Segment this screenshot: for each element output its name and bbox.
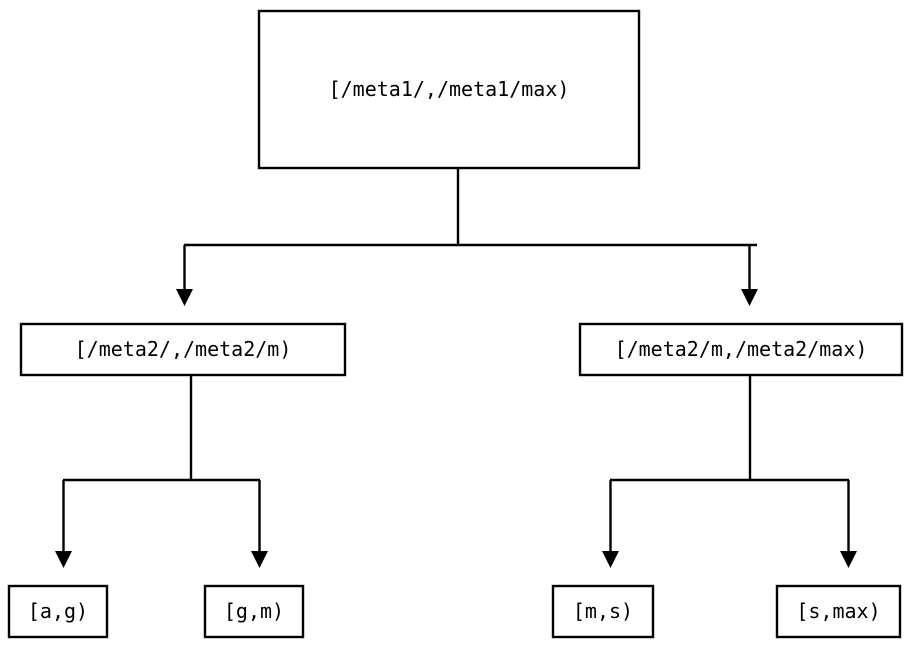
node-label-leaf_gm: [g,m) (224, 599, 284, 623)
node-box-leaf_ms[interactable] (551, 584, 655, 639)
connector-drop (176, 245, 193, 306)
node-leaf_ms[interactable]: [m,s) (551, 584, 655, 639)
node-label-mid_right: [/meta2/m,/meta2/max) (615, 337, 868, 361)
node-leaf_smax[interactable]: [s,max) (775, 584, 902, 639)
arrowhead-icon (55, 551, 72, 568)
connector-drop (55, 480, 72, 568)
node-label-leaf_ms: [m,s) (573, 599, 633, 623)
arrowhead-icon (602, 551, 619, 568)
node-mid_left[interactable]: [/meta2/,/meta2/m) (19, 322, 347, 377)
node-leaf_gm[interactable]: [g,m) (203, 584, 305, 639)
connector-drop (251, 480, 268, 568)
node-box-leaf_smax[interactable] (775, 584, 902, 639)
node-box-mid_left[interactable] (19, 322, 347, 377)
arrowhead-icon (176, 289, 193, 306)
node-leaf_ag[interactable]: [a,g) (7, 584, 109, 639)
node-box-leaf_gm[interactable] (203, 584, 305, 639)
node-box-root[interactable] (257, 9, 641, 170)
arrowhead-icon (251, 551, 268, 568)
node-box-mid_right[interactable] (578, 322, 904, 377)
arrowhead-icon (840, 551, 857, 568)
node-label-mid_left: [/meta2/,/meta2/m) (75, 337, 292, 361)
node-label-leaf_smax: [s,max) (796, 599, 880, 623)
node-mid_right[interactable]: [/meta2/m,/meta2/max) (578, 322, 904, 377)
node-label-leaf_ag: [a,g) (28, 599, 88, 623)
node-root[interactable]: [/meta1/,/meta1/max) (257, 9, 641, 170)
node-label-root: [/meta1/,/meta1/max) (329, 77, 570, 101)
connector-drop (602, 480, 619, 568)
node-layer: [/meta1/,/meta1/max) [/meta2/,/meta2/m) [/… (7, 9, 904, 639)
node-box-leaf_ag[interactable] (7, 584, 109, 639)
arrowhead-icon (741, 289, 758, 306)
edge-layer (55, 168, 857, 568)
connector-drop (840, 480, 857, 568)
connector-drop (741, 245, 758, 306)
